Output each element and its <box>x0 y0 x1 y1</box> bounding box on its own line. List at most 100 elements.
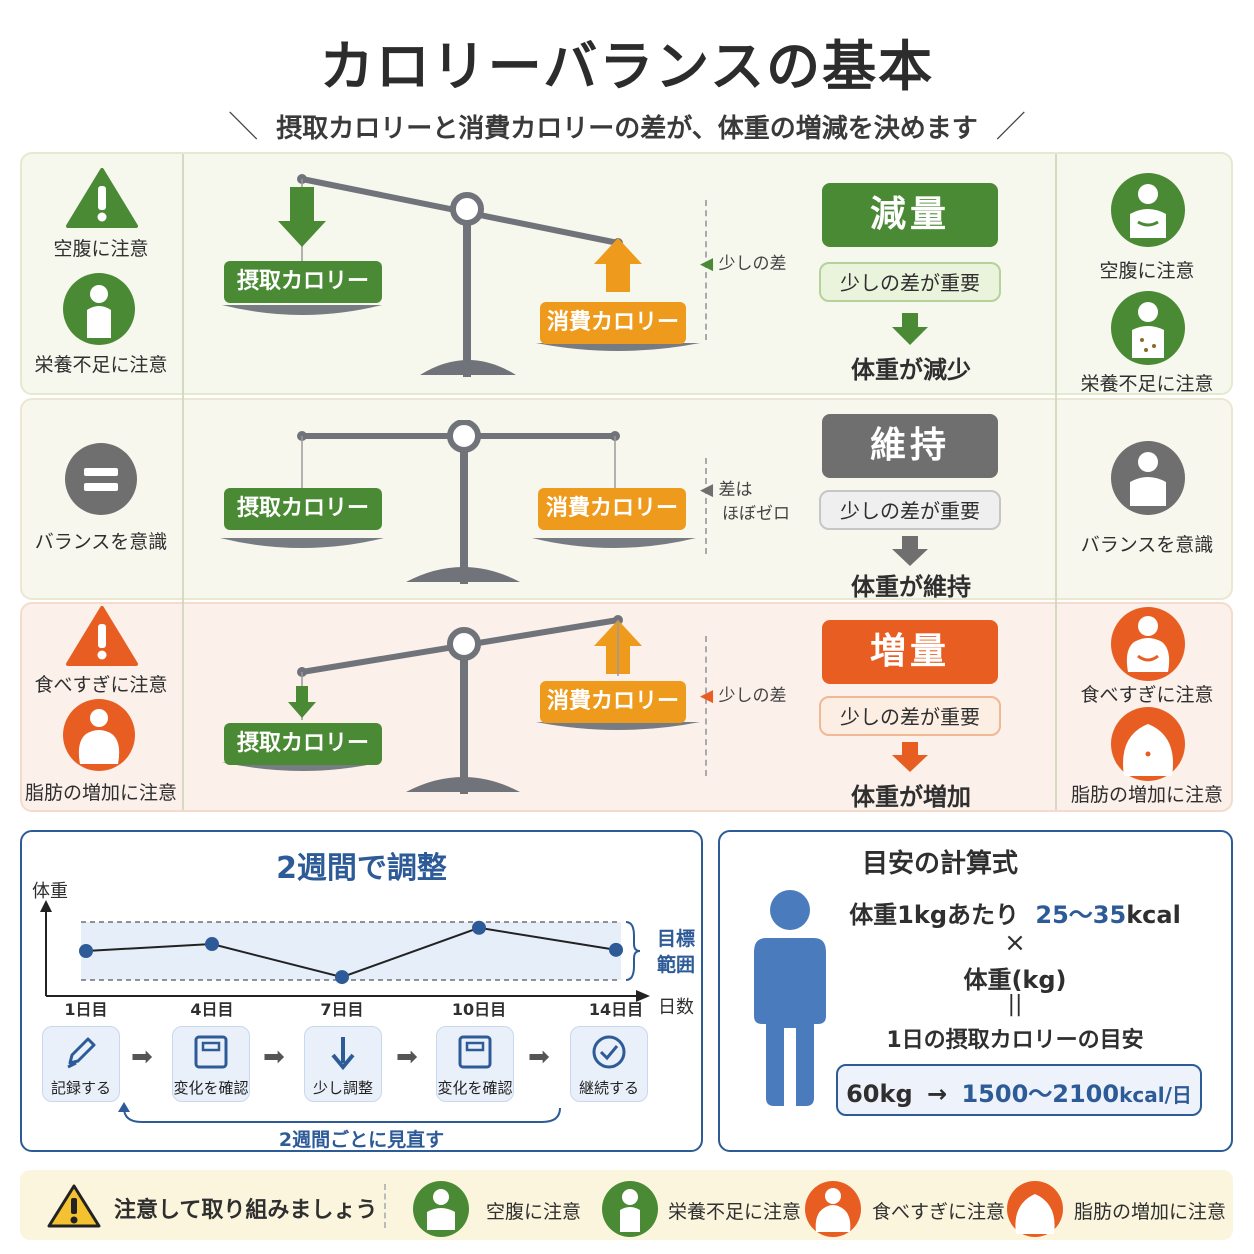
result-lose: 体重が減少 <box>851 356 971 384</box>
intake-label-lose: 摂取カロリー <box>224 261 382 303</box>
scale-lose <box>222 174 700 377</box>
x-tick-label: 10日目 <box>451 1000 507 1019</box>
step-box-record <box>42 1026 120 1102</box>
warning-icon <box>66 168 138 228</box>
x-axis-label: 日数 <box>658 997 694 1018</box>
formula-range: 25〜35 <box>1035 901 1127 929</box>
status-gain: 増量 <box>822 620 998 684</box>
step-arrow-icon: ➡ <box>396 1042 418 1072</box>
right-lose-label-2: 栄養不足に注意 <box>1080 373 1214 395</box>
diff-keep-line2: ほぼゼロ <box>722 504 790 524</box>
step-arrow-icon: ➡ <box>263 1042 285 1072</box>
diff-gain-text: 少しの差 <box>718 686 787 706</box>
step-label-2: 変化を確認 <box>173 1079 249 1097</box>
target-range-label-2: 範囲 <box>657 954 696 976</box>
step-arrow-icon: ➡ <box>528 1042 550 1072</box>
result-gain: 体重が増加 <box>851 783 971 811</box>
times-icon: × <box>1004 928 1026 958</box>
diff-lose-text: 少しの差 <box>718 254 787 274</box>
caution-text: 注意して取り組みましょう <box>114 1198 378 1223</box>
bathroom-scale-icon <box>458 1035 492 1069</box>
equals-sign: || <box>1007 992 1023 1017</box>
intake-label-keep: 摂取カロリー <box>224 488 382 530</box>
status-keep: 維持 <box>822 414 998 478</box>
bottom-item-3: 食べすぎに注意 <box>872 1201 1006 1223</box>
data-point-5 <box>609 942 623 957</box>
step-label-3: 少し調整 <box>312 1079 373 1097</box>
x-tick-label: 7日目 <box>320 1000 364 1019</box>
step-label-4: 変化を確認 <box>437 1079 513 1097</box>
left-lose-label-1: 空腹に注意 <box>53 238 149 260</box>
x-tick-label: 14日目 <box>588 1000 644 1019</box>
right-gain-label-1: 食べすぎに注意 <box>1080 684 1214 706</box>
bottom-item-2: 栄養不足に注意 <box>668 1201 802 1223</box>
target-range-label-1: 目標 <box>657 928 696 950</box>
target-range-label: 目標 範囲 <box>657 926 695 978</box>
step-label-5: 継続する <box>578 1079 639 1097</box>
note-keep: 少しの差が重要 <box>819 490 1001 530</box>
step-label-1: 記録する <box>50 1079 111 1097</box>
right-gain-label-2: 脂肪の増加に注意 <box>1070 784 1223 806</box>
example-box <box>836 1064 1202 1116</box>
diff-line-keep <box>705 458 707 554</box>
thin-person-icon <box>63 273 135 345</box>
formula-line-3: 1日の摂取カロリーの目安 <box>886 1028 1144 1053</box>
bottom-divider <box>384 1184 386 1228</box>
formula-line-1: 体重1kgあたり 25〜35kcal <box>840 895 1190 930</box>
data-point-4 <box>472 920 486 935</box>
equals-icon <box>65 443 137 515</box>
example-row: 60kg → 1500〜2100kcal/日 <box>836 1074 1202 1109</box>
overeating-person-icon <box>1111 607 1185 681</box>
bottom-item-4: 脂肪の増加に注意 <box>1074 1201 1227 1223</box>
diff-line-gain <box>705 636 707 776</box>
warning-icon <box>47 1184 101 1228</box>
y-axis-label: 体重 <box>32 881 68 902</box>
pencil-icon <box>67 1037 96 1069</box>
burn-label-gain: 消費カロリー <box>540 681 686 723</box>
y-axis-arrow-icon <box>40 900 52 912</box>
down-arrow-icon <box>331 1037 355 1071</box>
intake-label-gain: 摂取カロリー <box>224 723 382 765</box>
weak-person-icon <box>1111 291 1185 365</box>
arrow-down-icon <box>892 313 928 345</box>
formula-title: 目安の計算式 <box>862 849 1019 879</box>
diff-arrow-icon: ◀ <box>700 480 714 500</box>
note-gain: 少しの差が重要 <box>819 696 1001 736</box>
example-unit: kcal/日 <box>1119 1083 1192 1107</box>
cycle-arrow <box>118 1102 561 1123</box>
balanced-person-icon <box>1111 441 1185 515</box>
result-keep: 体重が維持 <box>851 573 971 601</box>
right-keep-label: バランスを意識 <box>1080 534 1214 556</box>
left-gain-label-2: 脂肪の増加に注意 <box>24 782 177 804</box>
data-point-2 <box>205 937 219 952</box>
belly-icon <box>1111 707 1185 781</box>
slash-right-icon: ／ <box>995 110 1026 145</box>
burn-label-lose: 消費カロリー <box>540 302 686 344</box>
formula-per-kg: 体重1kgあたり <box>849 901 1020 929</box>
x-tick-label: 1日目 <box>64 1000 108 1019</box>
warning-icon <box>66 606 138 666</box>
diff-keep: ◀ 差は ほぼゼロ <box>700 478 790 526</box>
page-title: カロリーバランスの基本 <box>319 35 935 98</box>
overeating-person-icon <box>805 1181 861 1237</box>
target-band <box>81 922 621 980</box>
step-box-check-2 <box>436 1026 514 1102</box>
divider-left <box>182 154 184 810</box>
subtitle-text: 摂取カロリーと消費カロリーの差が、体重の増減を決めます <box>276 114 978 144</box>
subtitle: ＼ 摂取カロリーと消費カロリーの差が、体重の増減を決めます ／ <box>0 102 1254 146</box>
left-gain-label-1: 食べすぎに注意 <box>34 674 168 696</box>
band-brace <box>625 921 641 981</box>
weight-chart <box>40 900 650 1002</box>
divider-right <box>1055 154 1057 810</box>
diff-gain: ◀ 少しの差 <box>700 684 786 708</box>
cycle-label: 2週間ごとに見直す <box>278 1129 445 1151</box>
check-circle-icon <box>592 1035 626 1069</box>
slash-left-icon: ＼ <box>228 110 259 145</box>
arrow-down-icon <box>892 742 928 772</box>
data-point-1 <box>79 944 93 958</box>
diff-lose: ◀ 少しの差 <box>700 252 786 276</box>
example-weight: 60kg <box>846 1080 913 1108</box>
left-lose-label-2: 栄養不足に注意 <box>34 354 168 376</box>
burn-label-keep: 消費カロリー <box>538 488 686 530</box>
example-value: 1500〜2100 <box>961 1080 1120 1108</box>
